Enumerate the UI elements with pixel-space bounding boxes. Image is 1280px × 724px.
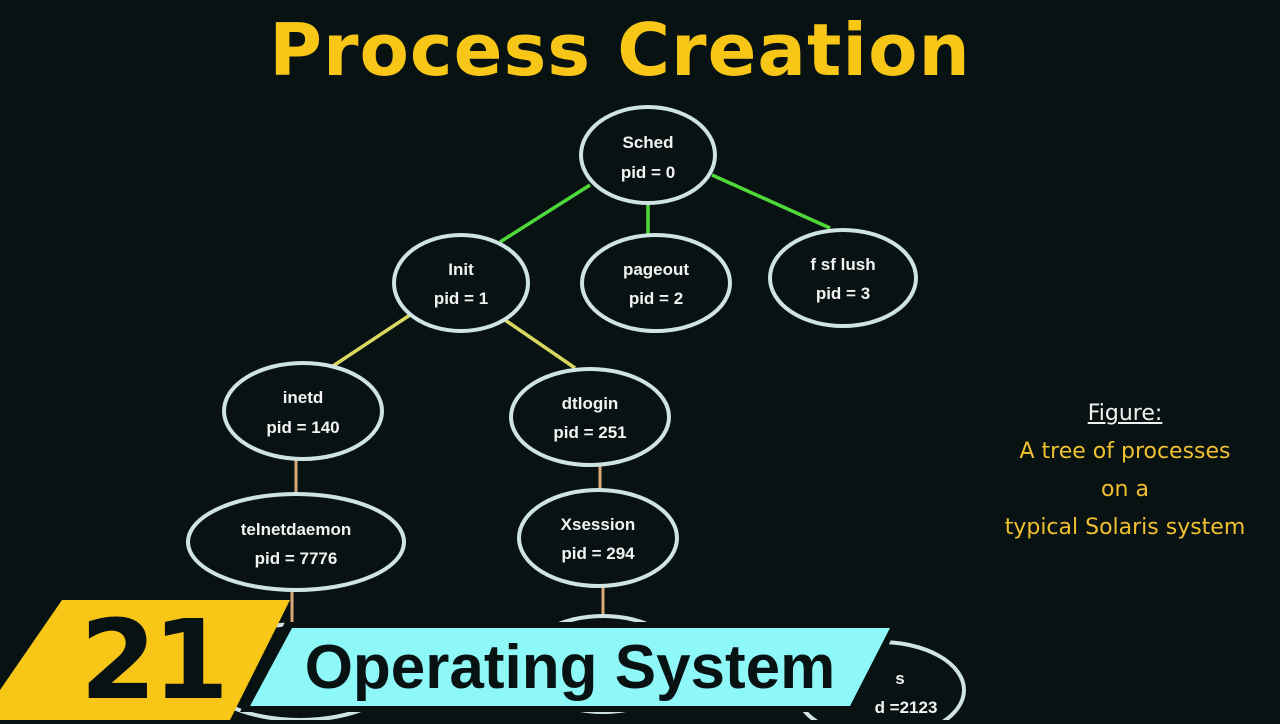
node-telnetdaemon: [186, 492, 406, 592]
node-pid: pid = 7776: [255, 549, 338, 568]
caption-line: on a: [1101, 477, 1149, 502]
node-label: pageout: [623, 260, 689, 279]
node-label: telnetdaemon: [241, 520, 352, 539]
node-dtlogin: [509, 367, 671, 467]
node-label: f sf lush: [810, 255, 875, 274]
episode-number: 21: [80, 596, 229, 724]
node-pid: pid = 140: [266, 418, 339, 437]
node-label: dtlogin: [562, 394, 619, 413]
edge-init-dtlogin: [504, 318, 576, 370]
figure-heading: Figure:: [1087, 401, 1163, 426]
node-xsession: [517, 488, 679, 588]
series-title-fill: [250, 628, 890, 706]
figure-caption: Figure: A tree of processes on a typical…: [980, 395, 1270, 547]
node-label: Init: [448, 260, 474, 279]
edge-sched-init: [499, 183, 591, 244]
edge-sched-fsflush: [711, 173, 831, 230]
node-init: [392, 233, 530, 333]
series-title: Operating System: [304, 633, 836, 702]
node-inetd: [222, 361, 384, 461]
node-pid: pid = 3: [816, 284, 870, 303]
node-label: Sched: [622, 133, 673, 152]
node-pid: pid = 294: [561, 544, 635, 563]
edge-init-inetd: [332, 313, 411, 368]
node-pid: pid = 251: [553, 423, 626, 442]
node-pid: pid = 2: [629, 289, 683, 308]
caption-line: typical Solaris system: [1004, 515, 1246, 540]
caption-line: A tree of processes: [1019, 439, 1231, 464]
node-pid: pid = 0: [621, 163, 675, 182]
node-pid: pid = 1: [434, 289, 488, 308]
node-label: s: [895, 669, 904, 688]
page-title: Process Creation: [269, 8, 971, 92]
node-pid: d =2123: [875, 698, 938, 717]
series-banner: [0, 600, 900, 720]
episode-number-background: [0, 600, 290, 720]
node-label: inetd: [283, 388, 324, 407]
node-fsflush: [768, 228, 918, 328]
node-label: Xsession: [561, 515, 636, 534]
node-pageout: [580, 233, 732, 333]
node-sched: [579, 105, 717, 205]
